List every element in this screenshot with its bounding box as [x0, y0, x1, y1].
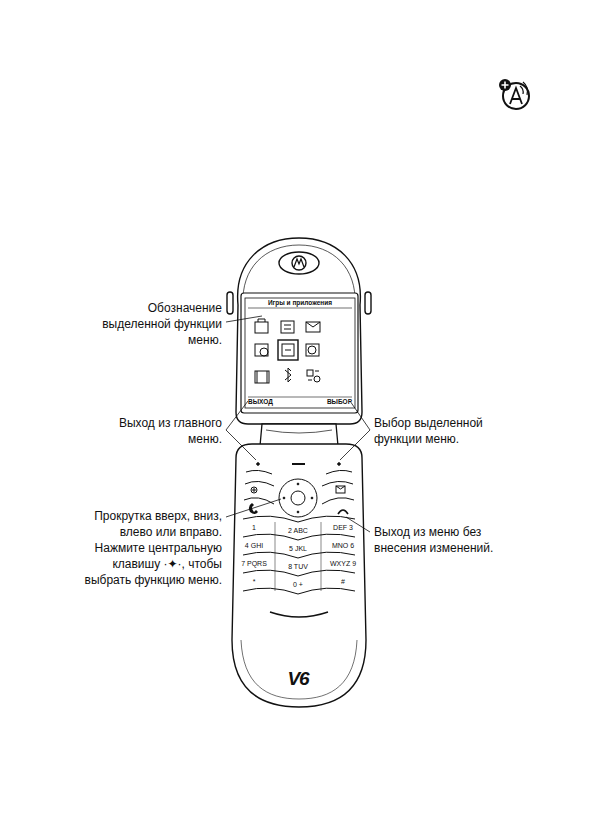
key-label: 2 ABC [278, 527, 318, 535]
feature-symbol [499, 79, 529, 109]
key-label: 7 PQRS [234, 560, 274, 568]
phone-lower-body [232, 444, 366, 707]
phone-screen: Игры и приложенияВЫХОД ВЫБОР [245, 298, 355, 408]
menu-icons [255, 319, 320, 383]
key-label: 4 GHI [234, 542, 274, 550]
key-label: MNO 6 [323, 542, 363, 550]
callout-text: Выбор выделенной функции меню. [374, 415, 492, 447]
key-label: 0 + [278, 581, 318, 589]
model-logo: V6 [268, 668, 328, 690]
key-label: # [323, 578, 363, 586]
leader-lines [226, 316, 370, 532]
screen-title: Игры и приложения [245, 299, 355, 307]
key-label: WXYZ 9 [323, 560, 363, 568]
callout-text: Обозначение выделенной функции меню. [100, 300, 222, 348]
softkey-label: ВЫХОД [248, 398, 273, 406]
key-label: * [234, 578, 274, 586]
phone-keys [243, 463, 355, 617]
phone-upper-flip [227, 238, 371, 424]
key-label: 1 [234, 524, 274, 532]
softkey-label: ВЫБОР [327, 398, 352, 406]
callout-text: Выход из меню без внесения изменений. [374, 524, 502, 556]
key-label: DEF 3 [323, 524, 363, 532]
key-label: 5 JKL [278, 545, 318, 553]
callout-text: Прокрутка вверх, вниз, влево или вправо.… [80, 508, 222, 588]
callout-text: Выход из главного меню. [106, 415, 222, 447]
key-label: 8 TUV [278, 563, 318, 571]
